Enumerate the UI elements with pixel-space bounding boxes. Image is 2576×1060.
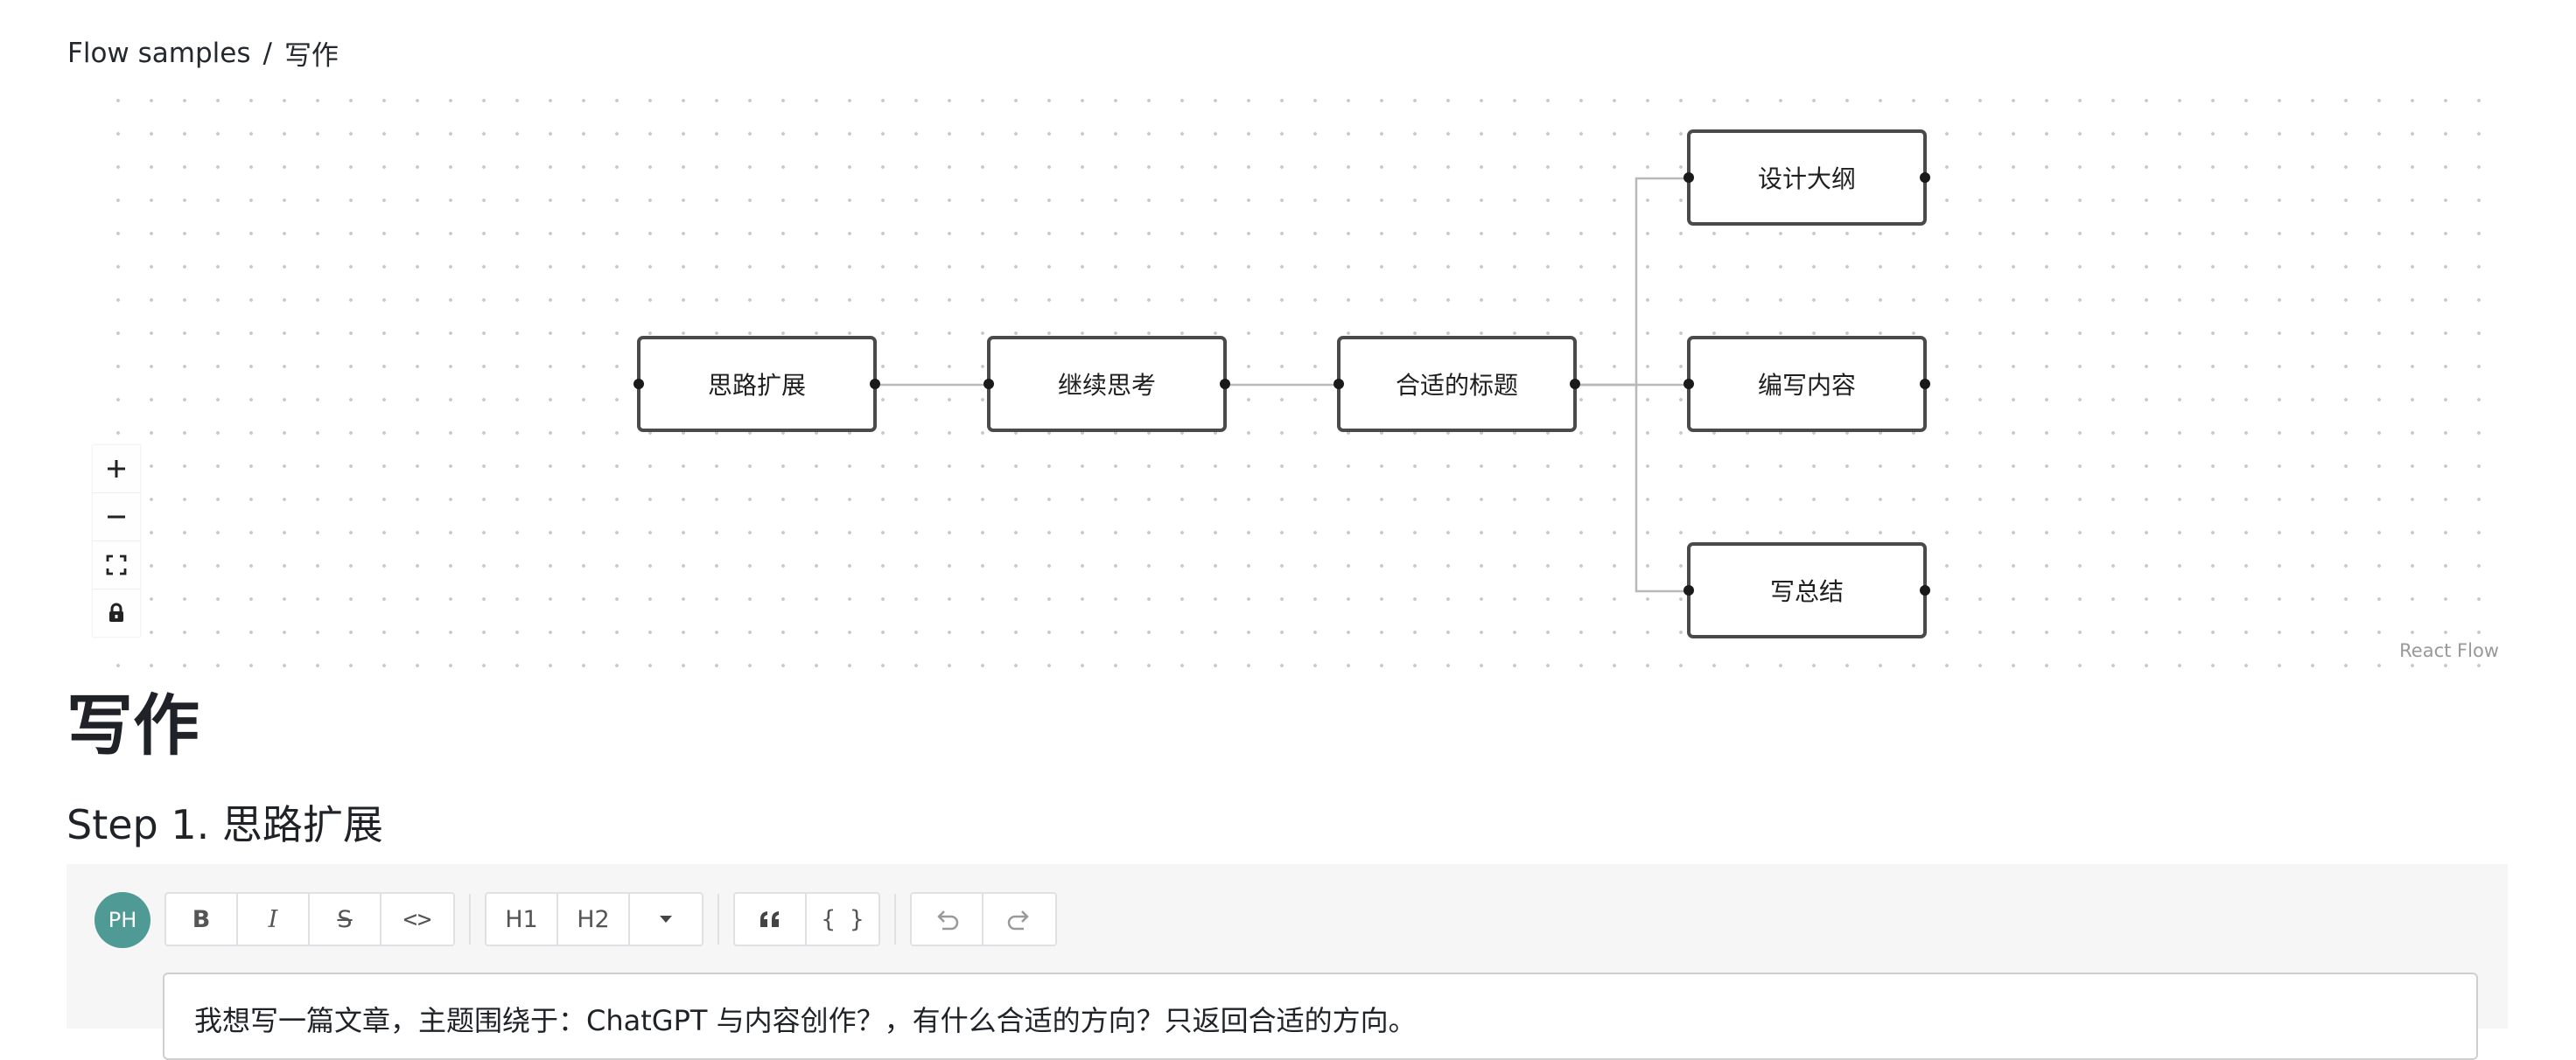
- node-output-handle[interactable]: [1920, 379, 1930, 389]
- zoom-out-icon: [108, 515, 125, 519]
- undo-icon: [937, 910, 959, 931]
- node-input-handle[interactable]: [984, 379, 994, 389]
- node-label: 合适的标题: [1395, 371, 1518, 400]
- flow-canvas[interactable]: 思路扩展 继续思考 合适的标题 设计大纲 编写内容 写总结: [88, 98, 2502, 668]
- node-label: 继续思考: [1057, 371, 1156, 400]
- page-title: 写作: [66, 687, 200, 764]
- editor-toolbar: B I S <> H1 H2 { }: [164, 892, 1057, 946]
- breadcrumb-separator: /: [262, 37, 272, 69]
- avatar: PH: [94, 892, 150, 948]
- lock-icon: [109, 603, 123, 622]
- chat-panel: PH B I S <> H1 H2 { }: [66, 864, 2508, 1060]
- quote-icon: [760, 911, 779, 927]
- h2-button[interactable]: H2: [558, 894, 630, 945]
- flow-controls: [93, 445, 140, 637]
- fit-view-icon: [106, 554, 127, 575]
- italic-label: I: [268, 905, 278, 933]
- undo-button[interactable]: [912, 894, 984, 945]
- node-output-handle[interactable]: [1570, 379, 1580, 389]
- node-input-handle[interactable]: [1334, 379, 1344, 389]
- flow-edges: [880, 177, 1687, 593]
- h1-label: H1: [505, 905, 538, 933]
- flow-node[interactable]: 思路扩展: [634, 336, 880, 432]
- chevron-down-icon: [660, 916, 672, 923]
- node-label: 编写内容: [1757, 371, 1856, 400]
- code-button[interactable]: <>: [382, 894, 453, 945]
- node-input-handle[interactable]: [1684, 585, 1694, 596]
- flow-node[interactable]: 继续思考: [984, 336, 1230, 432]
- blockquote-button[interactable]: [735, 894, 807, 945]
- code-block-label: { }: [821, 905, 864, 933]
- zoom-in-button[interactable]: [93, 445, 140, 493]
- strikethrough-label: S: [337, 905, 353, 933]
- flow-node[interactable]: 写总结: [1684, 542, 1930, 638]
- italic-button[interactable]: I: [238, 894, 310, 945]
- code-label: <>: [402, 905, 432, 933]
- zoom-out-button[interactable]: [93, 493, 140, 541]
- flow-edge: [1580, 177, 1687, 387]
- flow-node[interactable]: 合适的标题: [1334, 336, 1580, 432]
- flow-node[interactable]: 设计大纲: [1684, 129, 1930, 226]
- flow-node[interactable]: 编写内容: [1684, 336, 1930, 432]
- prompt-editor[interactable]: 我想写一篇文章，主题围绕于：ChatGPT 与内容创作？，有什么合适的方向？只返…: [163, 973, 2478, 1060]
- node-label: 写总结: [1769, 577, 1844, 606]
- node-output-handle[interactable]: [870, 379, 880, 389]
- node-output-handle[interactable]: [1220, 379, 1230, 389]
- breadcrumb-current: 写作: [284, 40, 339, 72]
- format-group: B I S <>: [164, 892, 455, 946]
- zoom-in-icon: [108, 460, 125, 478]
- fit-view-button[interactable]: [93, 541, 140, 589]
- prompt-text: 我想写一篇文章，主题围绕于：ChatGPT 与内容创作？，有什么合适的方向？只返…: [194, 1004, 1417, 1037]
- h2-label: H2: [577, 905, 610, 933]
- node-input-handle[interactable]: [1684, 379, 1694, 389]
- node-output-handle[interactable]: [1920, 172, 1930, 183]
- more-headings-button[interactable]: [630, 894, 702, 945]
- node-input-handle[interactable]: [1684, 172, 1694, 183]
- node-label: 设计大纲: [1757, 164, 1856, 193]
- bold-label: B: [192, 905, 211, 933]
- flow-edge: [1580, 383, 1687, 593]
- node-label: 思路扩展: [707, 371, 806, 400]
- node-input-handle[interactable]: [634, 379, 644, 389]
- toolbar-divider: [894, 894, 896, 945]
- block-group: { }: [733, 892, 880, 946]
- lock-button[interactable]: [93, 589, 140, 637]
- breadcrumb: Flow samples / 写作: [67, 33, 339, 73]
- breadcrumb-link-flow-samples[interactable]: Flow samples: [67, 37, 251, 69]
- history-group: [910, 892, 1057, 946]
- bold-button[interactable]: B: [166, 894, 238, 945]
- h1-button[interactable]: H1: [486, 894, 558, 945]
- redo-icon: [1007, 910, 1029, 931]
- react-flow-attribution[interactable]: React Flow: [2399, 640, 2499, 661]
- code-block-button[interactable]: { }: [807, 894, 878, 945]
- step-title: Step 1. 思路扩展: [66, 801, 383, 848]
- toolbar-divider: [718, 894, 719, 945]
- toolbar-divider: [469, 894, 471, 945]
- heading-group: H1 H2: [485, 892, 704, 946]
- strikethrough-button[interactable]: S: [310, 894, 382, 945]
- redo-button[interactable]: [984, 894, 1055, 945]
- node-output-handle[interactable]: [1920, 585, 1930, 596]
